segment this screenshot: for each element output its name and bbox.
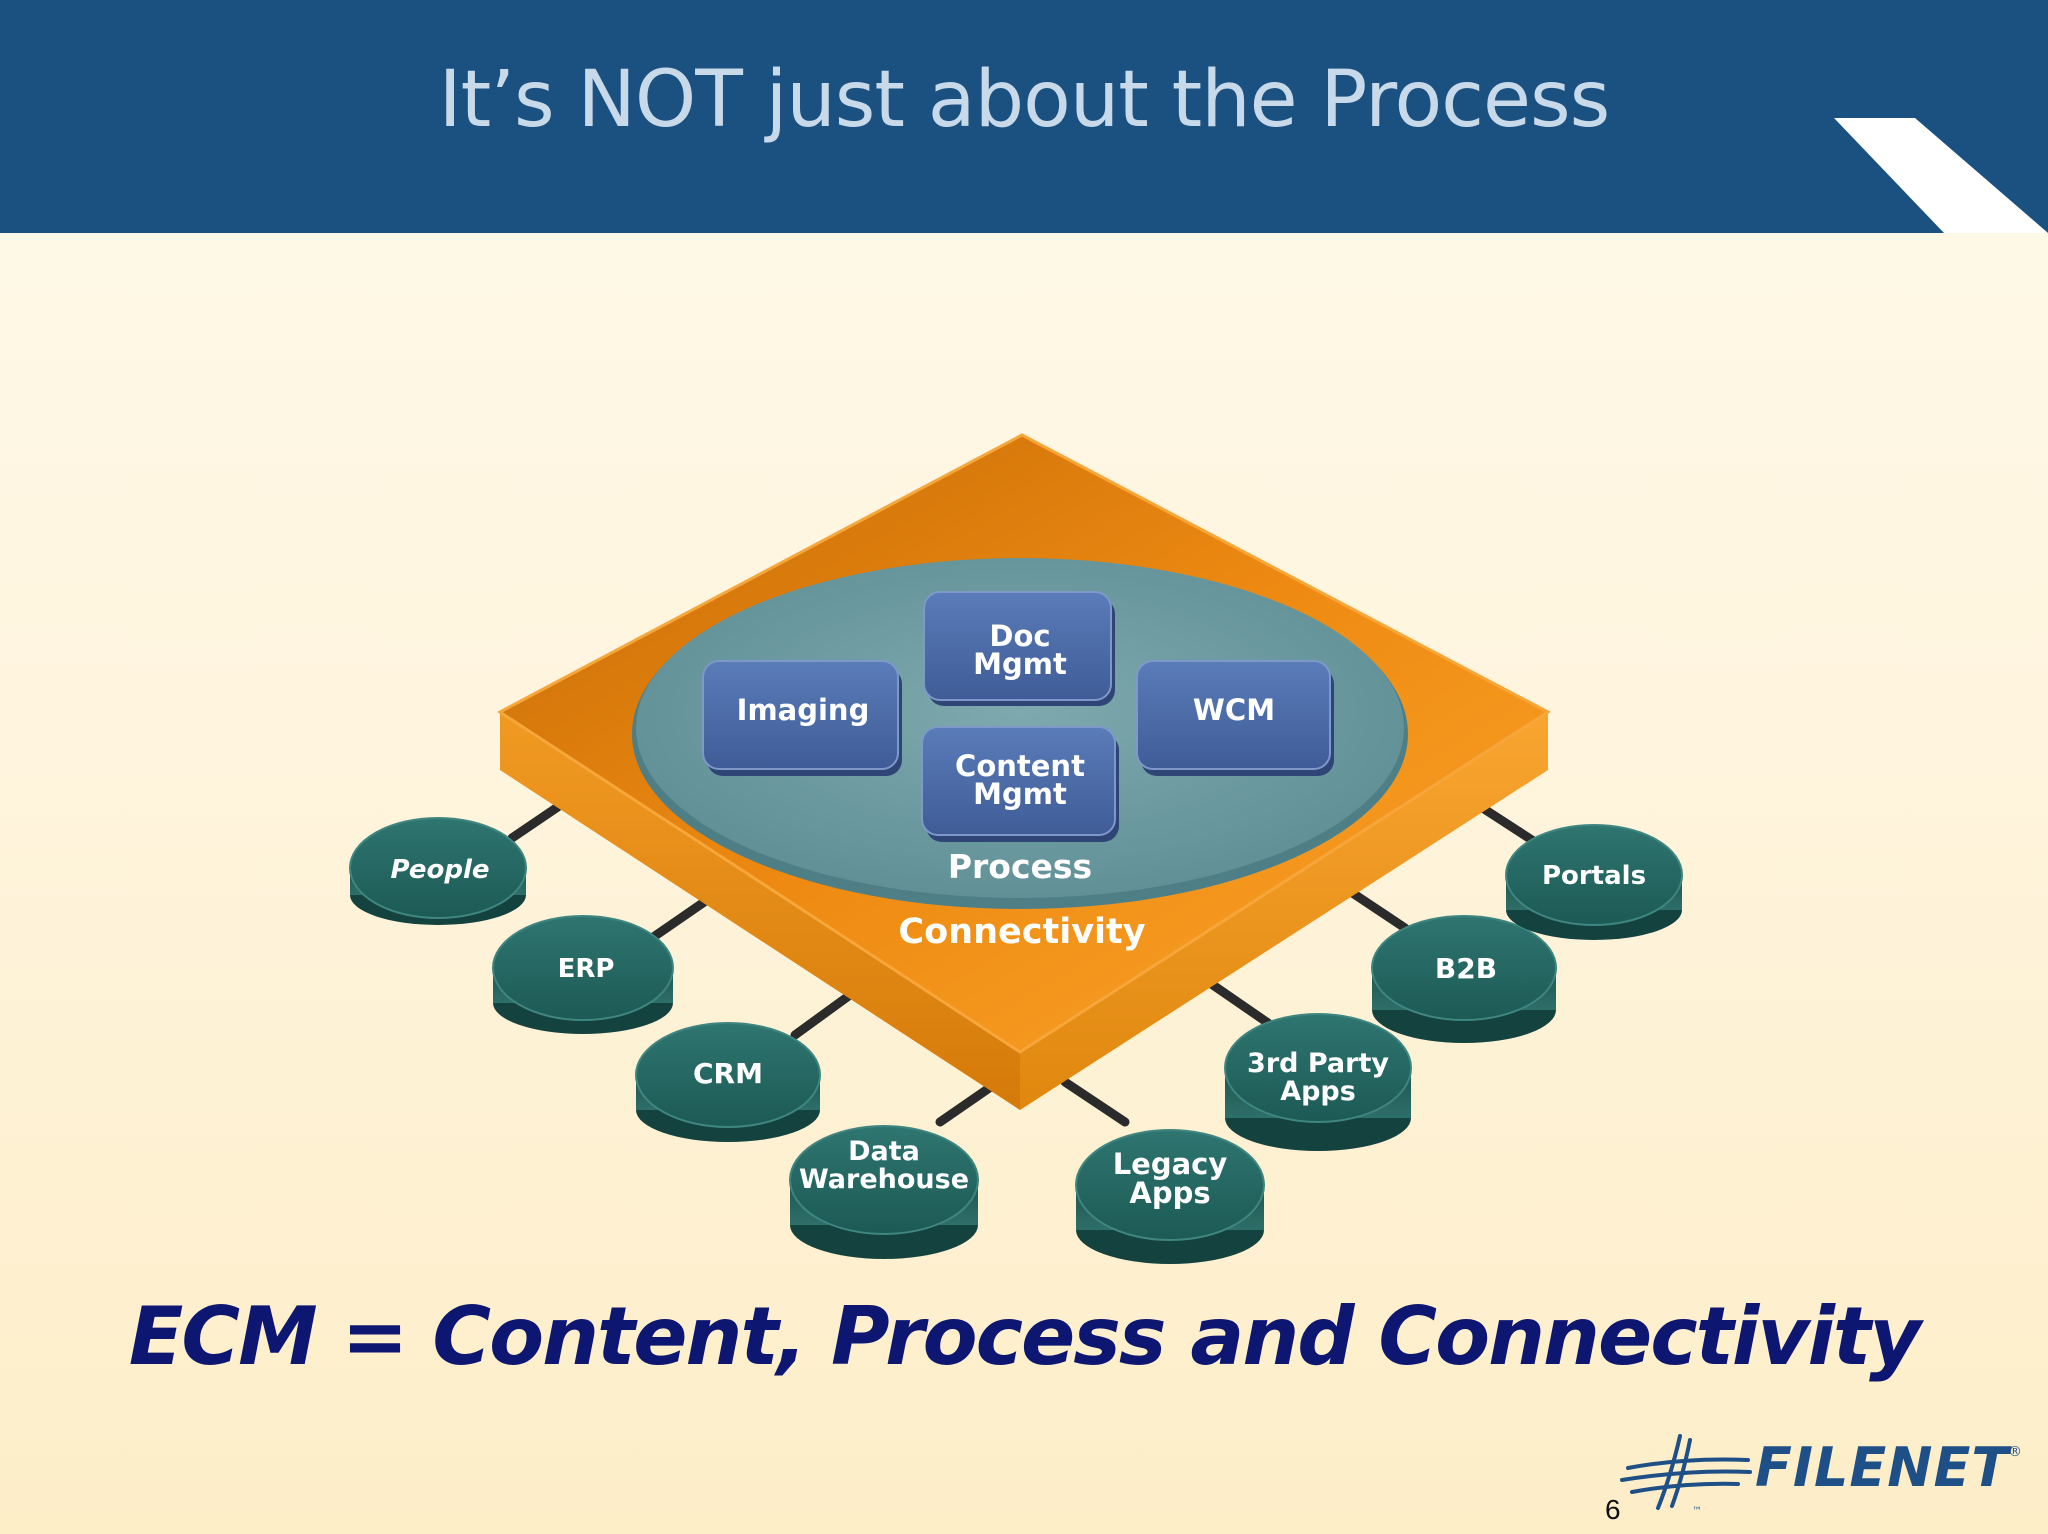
header-band xyxy=(0,0,2048,233)
logo-text: FILENET xyxy=(1755,1436,2010,1499)
logo-tm: ™ xyxy=(1692,1506,1702,1517)
page-number: 6 xyxy=(1605,1494,1621,1525)
logo-registered: ® xyxy=(2008,1444,2022,1460)
node-erp: ERP xyxy=(492,915,674,1034)
filenet-logo: ™ FILENET ® xyxy=(1620,1428,2022,1518)
legacy-apps-label-line2: Apps xyxy=(1129,1176,1210,1210)
data-warehouse-label-line1: Data xyxy=(848,1136,920,1167)
portals-label: Portals xyxy=(1542,861,1646,891)
doc-mgmt-label-line1: Doc xyxy=(989,619,1050,653)
header-corner-decoration xyxy=(1834,118,2048,233)
platform-right-side xyxy=(1020,712,1548,1110)
connector-lines xyxy=(507,795,1540,1127)
center-boxes: Doc Mgmt Imaging WCM Content Mgmt xyxy=(702,591,1334,842)
tagline: ECM = Content, Process and Connectivity xyxy=(128,1290,1922,1383)
connector-erp xyxy=(647,893,715,943)
crm-label: CRM xyxy=(693,1057,763,1090)
node-crm: CRM xyxy=(635,1022,821,1142)
data-warehouse-label-line2: Warehouse xyxy=(799,1164,969,1195)
connector-b2b xyxy=(1343,885,1410,933)
platform-left-side xyxy=(500,712,1020,1110)
wcm-label: WCM xyxy=(1193,693,1275,727)
node-data-warehouse: Data Warehouse xyxy=(789,1125,979,1259)
people-label: People xyxy=(390,855,489,885)
connector-legacy-apps xyxy=(1060,1077,1130,1127)
imaging-box: Imaging xyxy=(702,660,902,776)
corner-slash xyxy=(1834,118,2048,233)
page-title: It’s NOT just about the Process xyxy=(438,55,1611,145)
node-legacy-apps: Legacy Apps xyxy=(1075,1129,1265,1264)
b2b-label: B2B xyxy=(1435,952,1497,985)
third-party-apps-label-line1: 3rd Party xyxy=(1247,1048,1389,1079)
content-mgmt-label-line2: Mgmt xyxy=(973,777,1067,811)
connectivity-label: Connectivity xyxy=(898,912,1145,952)
process-label: Process xyxy=(948,847,1092,886)
imaging-label: Imaging xyxy=(737,693,870,727)
content-mgmt-box: Content Mgmt xyxy=(921,726,1119,842)
connector-crm xyxy=(790,990,855,1040)
connector-third-party xyxy=(1205,978,1273,1028)
node-portals: Portals xyxy=(1505,824,1683,940)
node-people: People xyxy=(349,817,527,925)
third-party-apps-label-line2: Apps xyxy=(1280,1076,1356,1107)
doc-mgmt-label-line2: Mgmt xyxy=(973,647,1067,681)
filenet-logo-mark-icon: ™ xyxy=(1620,1434,1752,1517)
doc-mgmt-box: Doc Mgmt xyxy=(923,591,1115,706)
node-b2b: B2B xyxy=(1371,915,1557,1043)
erp-label: ERP xyxy=(558,954,615,984)
connector-data-warehouse xyxy=(935,1079,1000,1127)
connector-portals xyxy=(1473,800,1540,847)
node-third-party-apps: 3rd Party Apps xyxy=(1224,1013,1412,1151)
content-mgmt-label-line1: Content xyxy=(955,749,1085,783)
wcm-box: WCM xyxy=(1136,660,1334,776)
legacy-apps-label-line1: Legacy xyxy=(1113,1147,1228,1181)
